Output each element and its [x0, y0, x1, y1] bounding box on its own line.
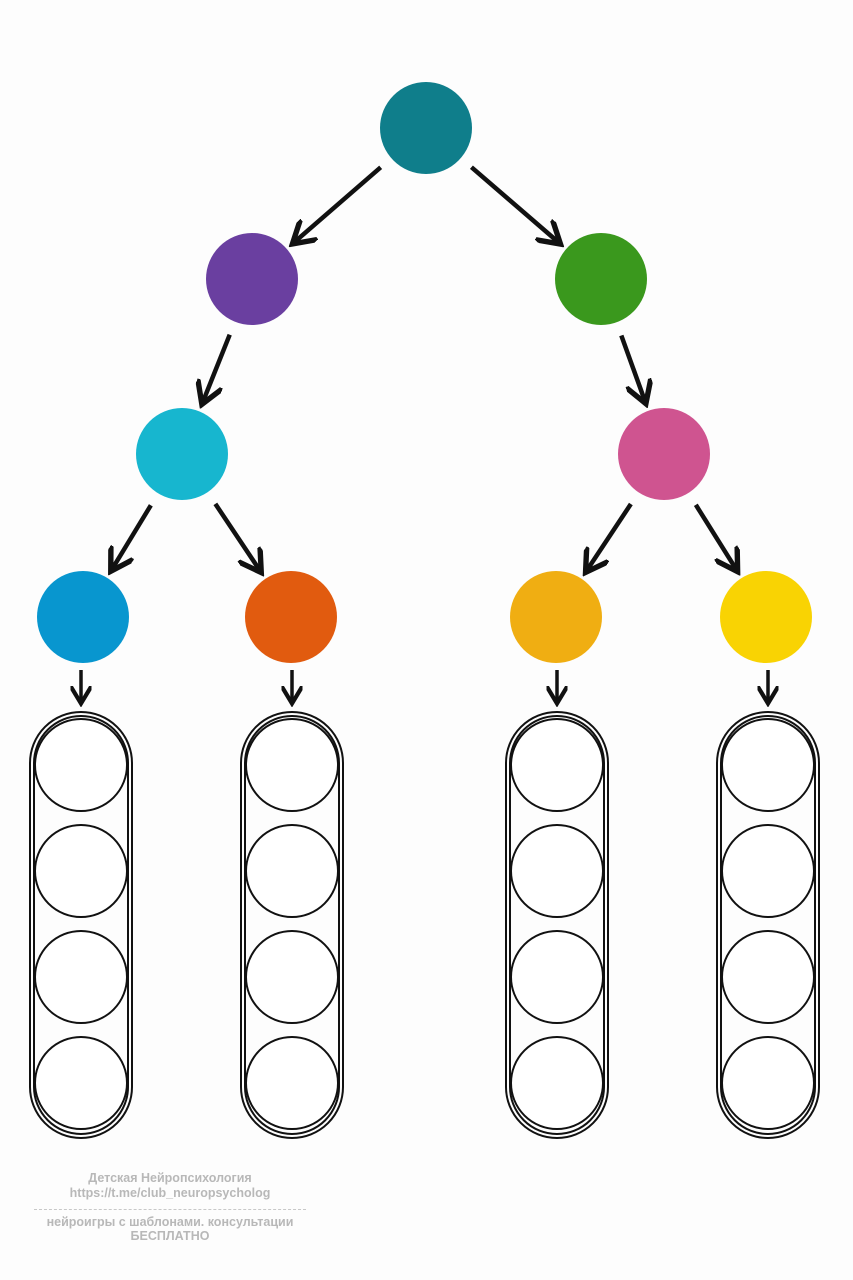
watermark-link[interactable]: https://t.me/club_neuropsycholog — [69, 1186, 271, 1200]
column-outline-inner — [33, 715, 129, 1135]
arrow-root-to-right-1 — [469, 165, 557, 241]
empty-slot[interactable] — [34, 930, 128, 1024]
column-outline-inner — [509, 715, 605, 1135]
empty-slot[interactable] — [510, 718, 604, 812]
node-leaf-blue — [37, 571, 129, 663]
empty-slot[interactable] — [245, 1036, 339, 1130]
slot-column-4 — [716, 711, 820, 1139]
column-outline-outer — [29, 711, 133, 1139]
arrow-right-2-to-leaf-amber — [588, 502, 633, 569]
empty-slot[interactable] — [34, 824, 128, 918]
slot-column-1 — [29, 711, 133, 1139]
empty-slot[interactable] — [34, 718, 128, 812]
empty-slot[interactable] — [245, 824, 339, 918]
watermark-divider — [34, 1209, 306, 1210]
column-outline-inner — [720, 715, 816, 1135]
column-outline-inner — [244, 715, 340, 1135]
empty-slot[interactable] — [510, 1036, 604, 1130]
watermark-free: БЕСПЛАТНО — [130, 1229, 210, 1243]
arrow-root-to-left-1 — [296, 165, 383, 241]
empty-slot[interactable] — [721, 1036, 815, 1130]
node-left-2 — [136, 408, 228, 500]
slot-column-3 — [505, 711, 609, 1139]
empty-slot[interactable] — [510, 824, 604, 918]
empty-slot[interactable] — [245, 930, 339, 1024]
arrow-left-2-to-leaf-blue — [113, 504, 153, 567]
watermark-title: Детская Нейропсихология — [88, 1171, 252, 1185]
node-right-2 — [618, 408, 710, 500]
node-right-1 — [555, 233, 647, 325]
node-left-1 — [206, 233, 298, 325]
empty-slot[interactable] — [510, 930, 604, 1024]
column-outline-outer — [716, 711, 820, 1139]
arrow-right-2-to-leaf-yellow — [693, 503, 735, 568]
empty-slot[interactable] — [721, 824, 815, 918]
column-outline-outer — [240, 711, 344, 1139]
empty-slot[interactable] — [721, 718, 815, 812]
empty-slot[interactable] — [245, 718, 339, 812]
empty-slot[interactable] — [34, 1036, 128, 1130]
empty-slot[interactable] — [721, 930, 815, 1024]
node-leaf-yellow — [720, 571, 812, 663]
column-outline-outer — [505, 711, 609, 1139]
node-leaf-orange — [245, 571, 337, 663]
node-root — [380, 82, 472, 174]
slot-column-2 — [240, 711, 344, 1139]
arrow-left-1-to-left-2 — [204, 333, 232, 400]
arrow-left-2-to-leaf-orange — [213, 502, 258, 569]
node-leaf-amber — [510, 571, 602, 663]
arrow-right-1-to-right-2 — [619, 334, 644, 399]
watermark-subtitle: нейроигры с шаблонами. консультации — [46, 1215, 294, 1229]
